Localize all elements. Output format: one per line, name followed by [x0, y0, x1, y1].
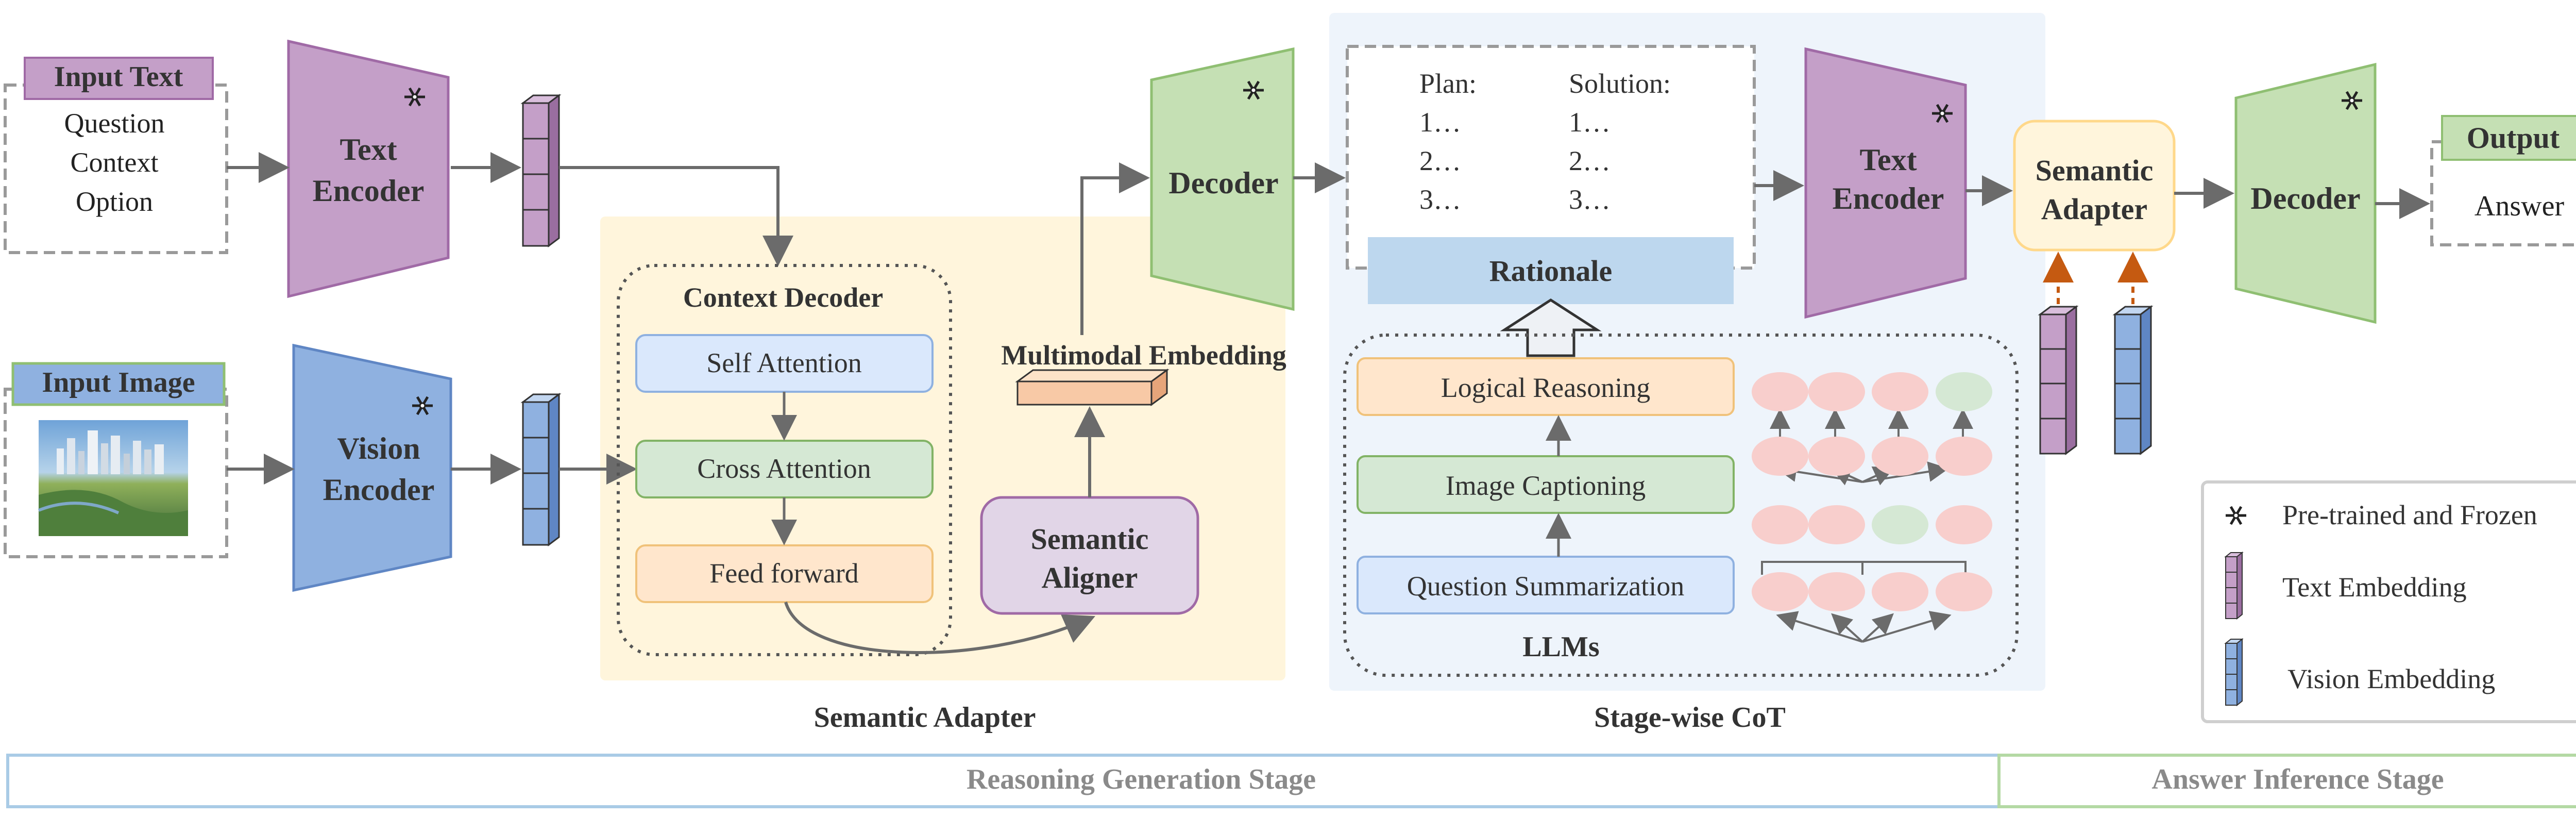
arrows-aligner — [1074, 162, 1150, 497]
llms-label: LLMs — [1522, 631, 1599, 663]
text-encoder-1-line2: Encoder — [313, 174, 425, 208]
context-decoder: Context Decoder Self Attention Cross Att… — [617, 264, 952, 656]
multimodal-embedding-bar — [1015, 369, 1170, 406]
input-text-line-question: Question — [64, 108, 165, 139]
vision-encoder: Vision Encoder — [292, 343, 452, 592]
answer-stage-bar — [1997, 754, 2576, 808]
cross-attention-label: Cross Attention — [697, 453, 871, 484]
semantic-aligner: Semantic Aligner — [980, 496, 1199, 615]
vision-embedding-stack-1 — [520, 393, 562, 546]
vision-encoder-line1: Vision — [337, 431, 420, 465]
semantic-aligner-line1: Semantic — [1031, 522, 1149, 556]
input-image-label: Input Image — [42, 367, 195, 398]
legend-text-embedding-icon — [2224, 551, 2244, 620]
solution-title: Solution: — [1569, 68, 1671, 99]
legend-frozen-label: Pre-trained and Frozen — [2282, 499, 2537, 530]
stagewise-cot-label: Stage-wise CoT — [1594, 702, 1786, 734]
input-text-label: Input Text — [54, 61, 183, 93]
text-encoder-1: Text Encoder — [287, 39, 450, 298]
answer-stage-label: Answer Inference Stage — [2151, 763, 2444, 795]
legend-text-embedding-label: Text Embedding — [2282, 572, 2467, 603]
input-image-block: Input Image — [4, 362, 228, 558]
text-embedding-stack-2 — [2038, 305, 2079, 455]
llms-block: Logical Reasoning Image Captioning Quest… — [1343, 334, 2019, 677]
input-text-line-context: Context — [71, 147, 159, 178]
text-encoder-2: Text Encoder — [1804, 47, 1967, 319]
reasoning-stage-label: Reasoning Generation Stage — [967, 763, 1316, 795]
stage-bars: Reasoning Generation Stage Answer Infere… — [6, 754, 2576, 808]
image-captioning-label: Image Captioning — [1446, 470, 1646, 501]
output-answer: Answer — [2475, 190, 2565, 222]
arrows-input — [227, 152, 793, 485]
input-image-label-box — [11, 362, 226, 406]
plan-item-3: 3… — [1419, 184, 1461, 215]
legend: Pre-trained and Frozen Text Embedding Vi… — [2201, 480, 2576, 723]
multimodal-embedding-label: Multimodal Embedding — [1001, 340, 1286, 371]
decoder-1-label: Decoder — [1168, 166, 1278, 200]
output-label: Output — [2467, 121, 2560, 155]
decoder-1: Decoder — [1150, 47, 1295, 311]
logical-reasoning-label: Logical Reasoning — [1441, 372, 1650, 403]
semantic-adapter-2: Semantic Adapter — [2013, 120, 2176, 252]
text-encoder-2-line1: Text — [1859, 143, 1917, 177]
vision-embedding-stack-2 — [2112, 305, 2154, 455]
text-encoder-2-line2: Encoder — [1833, 181, 1944, 215]
solution-item-2: 2… — [1569, 145, 1611, 176]
legend-vision-embedding-label: Vision Embedding — [2287, 663, 2495, 694]
reasoning-stage-bar — [6, 754, 2001, 808]
input-text-block: Input Text Question Context Option — [4, 57, 228, 254]
context-decoder-title: Context Decoder — [683, 282, 883, 313]
solution-item-1: 1… — [1569, 107, 1611, 138]
llm-node-network — [1752, 372, 1992, 643]
solution-item-3: 3… — [1569, 184, 1611, 215]
text-encoder-1-line1: Text — [340, 132, 397, 166]
city-photo — [38, 420, 188, 536]
feed-forward-label: Feed forward — [709, 558, 858, 589]
semantic-adapter-2-line1: Semantic — [2036, 154, 2154, 187]
question-summarization-box — [1357, 556, 1735, 614]
decoder-2-label: Decoder — [2250, 181, 2360, 215]
dashed-arrows-to-adapter — [2043, 252, 2148, 304]
text-embedding-stack-1 — [520, 94, 562, 247]
arrow-ff-to-aligner — [784, 602, 1095, 654]
self-attention-label: Self Attention — [706, 347, 861, 378]
llm-to-rationale-arrow — [1500, 298, 1602, 357]
plan-item-2: 2… — [1419, 145, 1461, 176]
rationale-label: Rationale — [1489, 254, 1612, 288]
semantic-aligner-line2: Aligner — [1042, 561, 1138, 594]
legend-vision-embedding-icon — [2224, 638, 2244, 707]
output-block: Output Answer — [2430, 115, 2576, 246]
feed-forward-box — [635, 544, 934, 603]
rationale-block: Plan: 1… 2… 3… Solution: 1… 2… 3… Ration… — [1346, 45, 1756, 304]
vision-encoder-line2: Encoder — [323, 473, 435, 507]
plan-item-1: 1… — [1419, 107, 1461, 138]
question-summarization-label: Question Summarization — [1407, 571, 1684, 602]
semantic-adapter-2-line2: Adapter — [2041, 192, 2147, 226]
decoder-2: Decoder — [2234, 62, 2377, 324]
output-label-box — [2441, 115, 2576, 161]
input-text-line-option: Option — [76, 186, 153, 217]
semantic-adapter-label: Semantic Adapter — [814, 702, 1036, 734]
rationale-box — [1368, 237, 1734, 304]
plan-title: Plan: — [1419, 68, 1477, 99]
input-text-label-box — [24, 57, 214, 100]
